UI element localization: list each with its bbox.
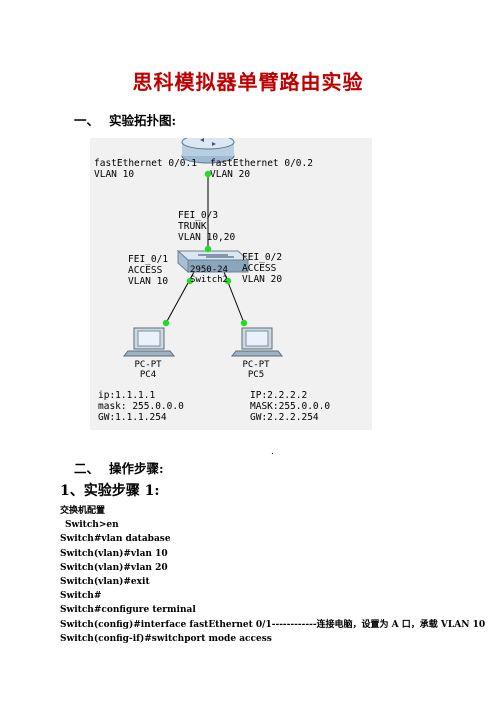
port-status-dot [162, 319, 170, 327]
port-status-dot [186, 277, 194, 285]
switch-icon [176, 249, 250, 274]
section-label: 操作步骤: [109, 461, 164, 476]
port-status-dot [204, 245, 212, 253]
config-line: 交换机配置 [60, 506, 106, 516]
caption-dot: . [271, 447, 274, 457]
page-title: 思科模拟器单臂路由实验 [132, 70, 364, 94]
config-line: Switch(vlan)#exit [60, 577, 150, 588]
pc4-icon [122, 327, 176, 357]
config-line: Switch(config-if)#switchport mode access [60, 633, 272, 644]
config-line: Switch#configure terminal [60, 605, 196, 616]
section-heading-topology: 一、实验拓扑图: [74, 110, 176, 129]
port-status-dot [224, 277, 232, 285]
topology-graphics [122, 138, 284, 357]
section-number: 二、 [74, 461, 100, 476]
config-commands: 交换机配置 Switch>en Switch#vlan database Swi… [60, 504, 486, 646]
section-number: 一、 [74, 113, 100, 128]
step-heading: 1、实验步骤 1: [60, 483, 160, 499]
config-line: Switch# [60, 591, 102, 602]
port-status-dot [204, 170, 212, 178]
config-line: Switch#vlan database [60, 534, 171, 545]
config-line: Switch>en [65, 520, 119, 531]
pc5-icon [230, 327, 284, 357]
config-line: Switch(vlan)#vlan 10 [60, 548, 168, 559]
router-icon [181, 138, 235, 164]
port-status-dot [240, 319, 248, 327]
config-line: Switch(config)#interface fastEthernet 0/… [60, 619, 486, 630]
section-label: 实验拓扑图: [109, 113, 177, 128]
config-line: Switch(vlan)#vlan 20 [60, 562, 168, 573]
section-heading-steps: 二、操作步骤: [74, 458, 164, 477]
